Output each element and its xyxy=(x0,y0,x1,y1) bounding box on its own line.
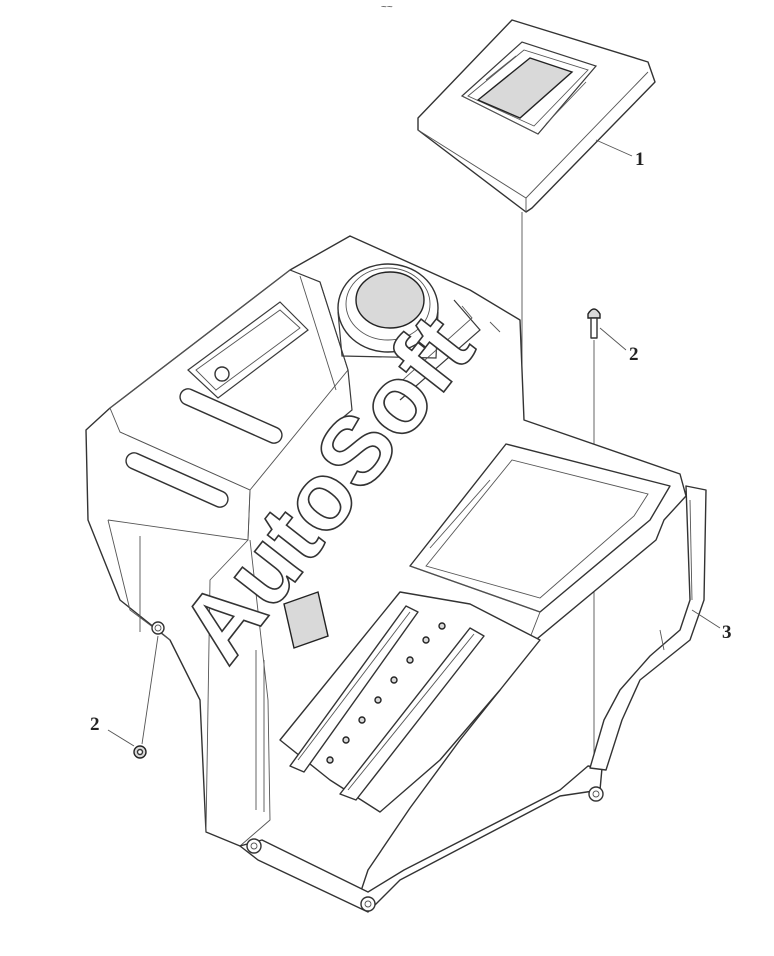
part-2-side-nut xyxy=(133,745,147,759)
callout-2-screw: 2 xyxy=(629,344,639,365)
leader-line-1 xyxy=(595,139,633,157)
top-mark: ~~ xyxy=(381,2,393,13)
part-3-console-body xyxy=(85,235,707,913)
gear-position-marks xyxy=(326,622,446,764)
leader-line-2-screw xyxy=(599,327,627,351)
leader-line-2-side xyxy=(107,729,135,747)
part-2-screw xyxy=(587,308,601,339)
callout-2-side: 2 xyxy=(90,714,100,735)
callout-1: 1 xyxy=(635,149,645,170)
leader-line-3 xyxy=(691,609,721,629)
part-1-cover-plate xyxy=(417,19,656,213)
assembly-line-side-nut xyxy=(141,635,159,745)
callout-3: 3 xyxy=(722,622,732,643)
